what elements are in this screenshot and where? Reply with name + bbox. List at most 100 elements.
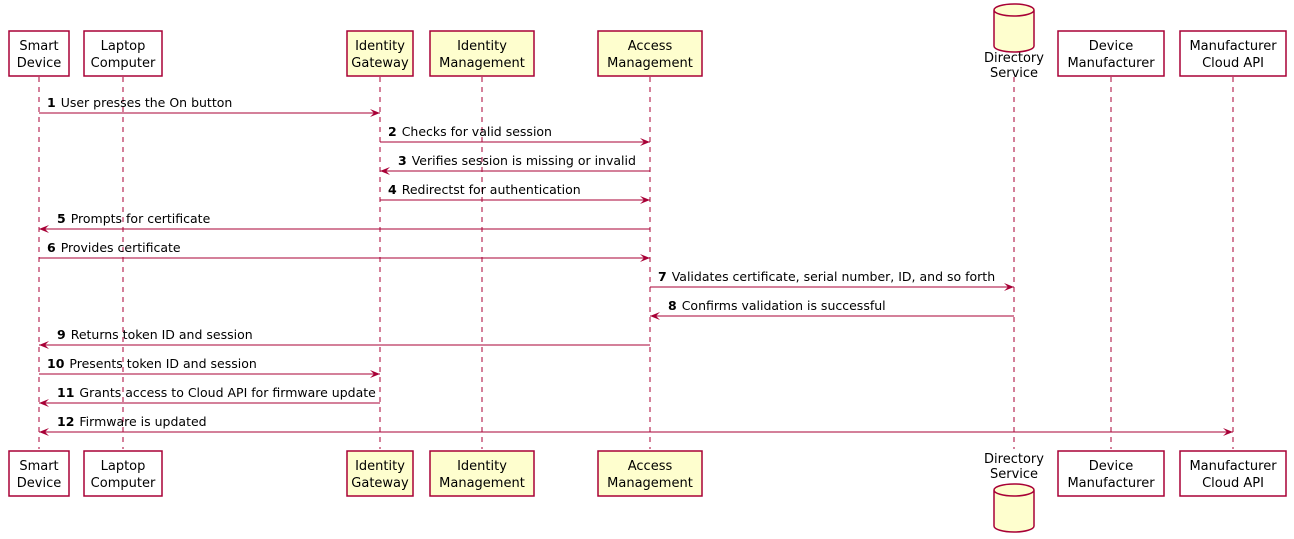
participant-label: Laptop bbox=[101, 39, 146, 54]
participant-label: Device bbox=[17, 476, 61, 491]
participant-label: Computer bbox=[91, 56, 156, 71]
participant-label: Gateway bbox=[351, 476, 409, 491]
message-label: 3 Verifies session is missing or invalid bbox=[398, 153, 636, 168]
message-text: Checks for valid session bbox=[402, 124, 552, 139]
message-3: 3 Verifies session is missing or invalid bbox=[380, 153, 650, 175]
participant-label: Cloud API bbox=[1202, 476, 1264, 491]
participant-label: Smart bbox=[19, 459, 58, 474]
participant-label: Service bbox=[990, 467, 1038, 482]
message-number: 1 bbox=[47, 95, 56, 110]
message-text: Prompts for certificate bbox=[71, 211, 211, 226]
participant-label: Device bbox=[17, 56, 61, 71]
participant-box bbox=[1057, 450, 1165, 497]
arrow-head bbox=[1004, 283, 1014, 291]
message-label: 11 Grants access to Cloud API for firmwar… bbox=[57, 385, 376, 400]
arrow-head bbox=[380, 167, 390, 175]
message-text: Confirms validation is successful bbox=[682, 298, 886, 313]
message-label: 12 Firmware is updated bbox=[57, 414, 207, 429]
message-label: 8 Confirms validation is successful bbox=[668, 298, 886, 313]
participant-label: Manufacturer bbox=[1189, 39, 1277, 54]
participants-bottom: SmartDeviceLaptopComputerIdentityGateway… bbox=[8, 450, 1287, 533]
arrow-head bbox=[370, 109, 380, 117]
message-text: Grants access to Cloud API for firmware … bbox=[79, 385, 376, 400]
participant-label: Identity bbox=[457, 39, 507, 54]
message-text: Redirectst for authentication bbox=[402, 182, 581, 197]
message-number: 4 bbox=[388, 182, 397, 197]
arrow-head bbox=[1223, 428, 1233, 436]
database-icon bbox=[993, 483, 1035, 533]
arrow-head bbox=[39, 428, 49, 436]
message-label: 5 Prompts for certificate bbox=[57, 211, 211, 226]
message-11: 11 Grants access to Cloud API for firmwar… bbox=[39, 385, 380, 407]
message-number: 6 bbox=[47, 240, 56, 255]
participant-box bbox=[8, 30, 70, 77]
message-text: Returns token ID and session bbox=[71, 327, 253, 342]
message-label: 6 Provides certificate bbox=[47, 240, 181, 255]
arrow-head bbox=[650, 312, 660, 320]
participant-label: Directory bbox=[984, 51, 1044, 66]
arrow-head bbox=[39, 341, 49, 349]
message-text: Provides certificate bbox=[61, 240, 181, 255]
lifelines bbox=[38, 77, 1234, 449]
participant-label: Access bbox=[628, 459, 673, 474]
message-number: 8 bbox=[668, 298, 677, 313]
participant-label: Cloud API bbox=[1202, 56, 1264, 71]
participant-label: Laptop bbox=[101, 459, 146, 474]
participant-label: Computer bbox=[91, 476, 156, 491]
participant-label: Manufacturer bbox=[1189, 459, 1277, 474]
participant-label: Management bbox=[439, 56, 525, 71]
participant-box bbox=[8, 450, 70, 497]
message-text: Verifies session is missing or invalid bbox=[412, 153, 636, 168]
message-12: 12 Firmware is updated bbox=[39, 414, 1233, 436]
arrow-head bbox=[39, 225, 49, 233]
message-number: 3 bbox=[398, 153, 407, 168]
participant-label: Gateway bbox=[351, 56, 409, 71]
message-number: 5 bbox=[57, 211, 66, 226]
participant-label: Identity bbox=[457, 459, 507, 474]
message-8: 8 Confirms validation is successful bbox=[650, 298, 1014, 320]
participant-label: Device bbox=[1089, 39, 1133, 54]
participant-label: Directory bbox=[984, 452, 1044, 467]
participant-label: Management bbox=[607, 476, 693, 491]
message-text: Validates certificate, serial number, ID… bbox=[672, 269, 995, 284]
participant-box bbox=[429, 450, 535, 497]
message-6: 6 Provides certificate bbox=[39, 240, 650, 262]
participant-label: Identity bbox=[355, 39, 405, 54]
participant-box bbox=[429, 30, 535, 77]
participant-box bbox=[1057, 30, 1165, 77]
participant-label: Device bbox=[1089, 459, 1133, 474]
message-number: 12 bbox=[57, 414, 74, 429]
message-text: Firmware is updated bbox=[79, 414, 206, 429]
message-label: 4 Redirectst for authentication bbox=[388, 182, 581, 197]
participant-box bbox=[83, 30, 163, 77]
message-number: 11 bbox=[57, 385, 74, 400]
participant-label: Service bbox=[990, 66, 1038, 81]
participant-label: Access bbox=[628, 39, 673, 54]
arrow-head bbox=[640, 254, 650, 262]
participant-box bbox=[1179, 30, 1287, 77]
message-4: 4 Redirectst for authentication bbox=[380, 182, 650, 204]
participant-label: Manufacturer bbox=[1067, 56, 1155, 71]
participant-label: Management bbox=[607, 56, 693, 71]
